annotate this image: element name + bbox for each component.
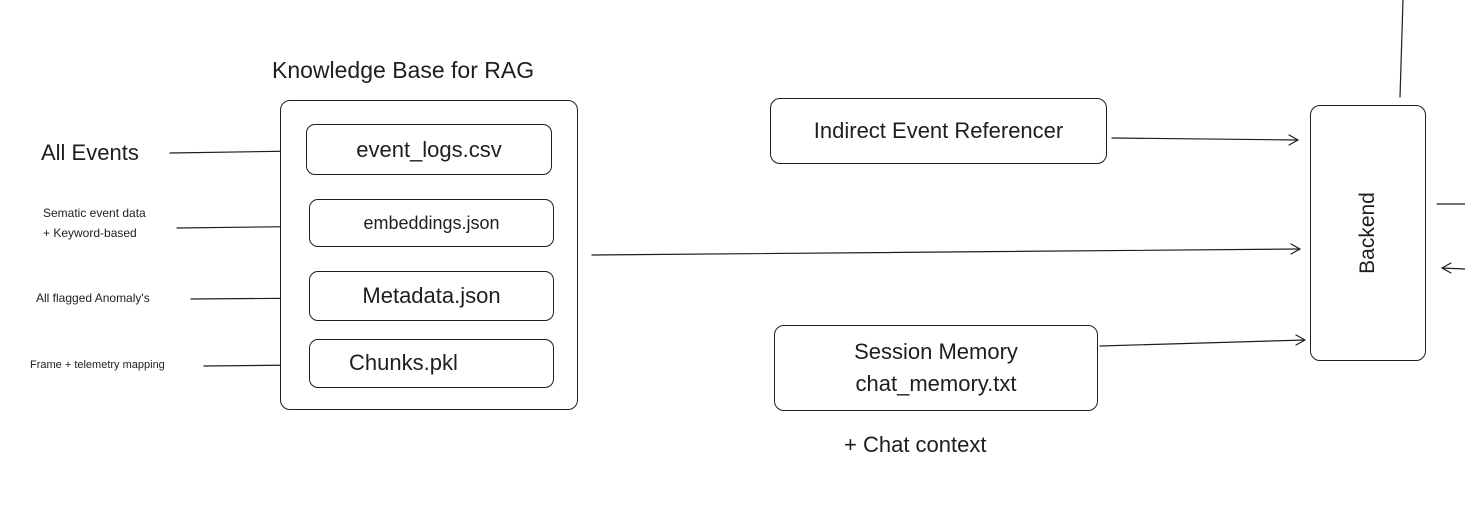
file-chunks: Chunks.pkl [309, 339, 554, 388]
arrow-kb-to-backend [591, 243, 1301, 256]
right-edge-arrow [1441, 262, 1465, 274]
input-semantic-line2: + Keyword-based [43, 226, 137, 240]
file-embeddings-label: embeddings.json [363, 212, 500, 233]
knowledge-base-title: Knowledge Base for RAG [272, 57, 535, 83]
file-metadata-label: Metadata.json [362, 283, 501, 308]
arrow-referencer-to-backend [1111, 134, 1299, 146]
indirect-event-referencer-label: Indirect Event Referencer [813, 118, 1064, 143]
input-frame-mapping: Frame + telemetry mapping [30, 359, 165, 371]
file-event-logs-label: event_logs.csv [356, 136, 502, 162]
file-embeddings: embeddings.json [309, 199, 554, 247]
indirect-event-referencer: Indirect Event Referencer [770, 98, 1107, 164]
chat-context-note: + Chat context [844, 432, 987, 457]
session-memory-title: Session Memory [854, 339, 1018, 365]
backend-label: Backend [1356, 192, 1379, 274]
file-metadata: Metadata.json [309, 271, 554, 321]
session-memory-file: chat_memory.txt [855, 371, 1017, 396]
input-all-events: All Events [41, 140, 139, 165]
file-chunks-label: Chunks.pkl [349, 350, 458, 375]
arrow-session-to-backend [1099, 334, 1306, 347]
session-memory: Session Memory chat_memory.txt [774, 325, 1098, 411]
file-event-logs: event_logs.csv [306, 124, 552, 175]
backend-top-connector [1399, 0, 1404, 98]
input-semantic-line1: Sematic event data [43, 206, 146, 220]
input-flagged-anomalies: All flagged Anomaly's [36, 291, 150, 305]
backend-box: Backend [1310, 105, 1426, 361]
